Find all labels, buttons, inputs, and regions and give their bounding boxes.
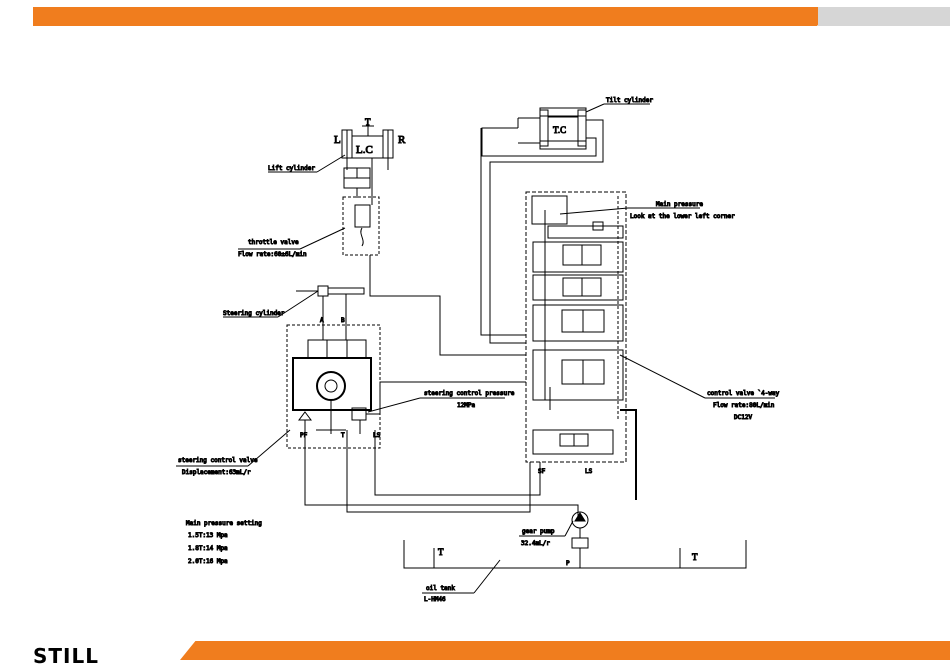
tilt-cylinder-label: Tilt cylinder (606, 97, 653, 104)
steering-control-valve-label: steering control valve (178, 457, 258, 464)
lift-cylinder-label: Lift cylinder (268, 165, 315, 172)
main-pressure-label: Main pressure (656, 201, 703, 208)
lift-cylinder-left-port: L (334, 134, 341, 146)
pressure-setting-model: 1.5T: (188, 532, 206, 539)
lift-cylinder-right-port: R (398, 134, 406, 146)
pressure-setting-model: 2.0T: (188, 558, 206, 565)
oil-tank-spec: L-HM46 (424, 596, 446, 603)
control-valve-block (525, 191, 627, 463)
oil-tank-port-p: P (566, 560, 570, 567)
throttle-valve-flow: Flow rate:60±6L/min (238, 251, 307, 258)
steering-control-valve-port-t: T (341, 432, 345, 439)
steering-control-pressure-label: steering control pressure (424, 390, 515, 397)
throttle-valve (342, 196, 380, 256)
control-valve-port-sf: SF (538, 468, 546, 475)
pressure-setting-value: 16 Mpa (206, 558, 228, 565)
steering-control-valve-port-pf: PF (300, 432, 308, 439)
main-pressure-note: Look at the lower left corner (630, 213, 735, 220)
control-valve-label: control valve `4-way (707, 390, 780, 397)
main-pressure-setting-title: Main pressure setting (186, 520, 262, 527)
lift-cylinder (341, 125, 394, 198)
pressure-setting-value: 14 Mpa (206, 545, 228, 552)
gear-pump (571, 511, 589, 560)
steering-control-valve (286, 324, 381, 449)
gear-pump-value: 32.4mL/r (521, 540, 550, 547)
oil-tank-port-t-right: T (692, 552, 698, 562)
pressure-setting-model: 1.8T: (188, 545, 206, 552)
steering-control-valve-port-ls: LS (373, 432, 381, 439)
header-accent-bar (33, 7, 833, 26)
steering-control-valve-displacement: Displacement:63mL/r (182, 469, 251, 476)
oil-tank-label: oil tank (426, 585, 455, 592)
pressure-setting-value: 13 Mpa (206, 532, 228, 539)
tilt-cylinder-center-label: T.C (553, 125, 566, 135)
lift-cylinder-center-label: L.C (356, 144, 373, 156)
tilt-cylinder (518, 107, 587, 150)
footer-accent-bar (180, 641, 950, 660)
oil-tank (403, 540, 747, 569)
steering-cylinder-port-a: A (320, 317, 324, 324)
steering-cylinder (296, 285, 365, 340)
gear-pump-label: gear pump (522, 528, 555, 535)
steering-cylinder-port-b: B (341, 317, 345, 324)
oil-tank-port-t-left: T (438, 547, 444, 557)
steering-cylinder-label: Steering cylinder (223, 310, 285, 317)
control-valve-flow: Flow rate:80L/min (713, 402, 775, 409)
throttle-valve-label: throttle valve (248, 239, 299, 246)
control-valve-voltage: DC12V (734, 414, 752, 421)
steering-control-pressure-value: 12MPa (457, 402, 475, 409)
header-secondary-bar (818, 7, 950, 26)
control-valve-port-ls: LS (585, 468, 593, 475)
lift-cylinder-top-port: T (365, 117, 371, 127)
